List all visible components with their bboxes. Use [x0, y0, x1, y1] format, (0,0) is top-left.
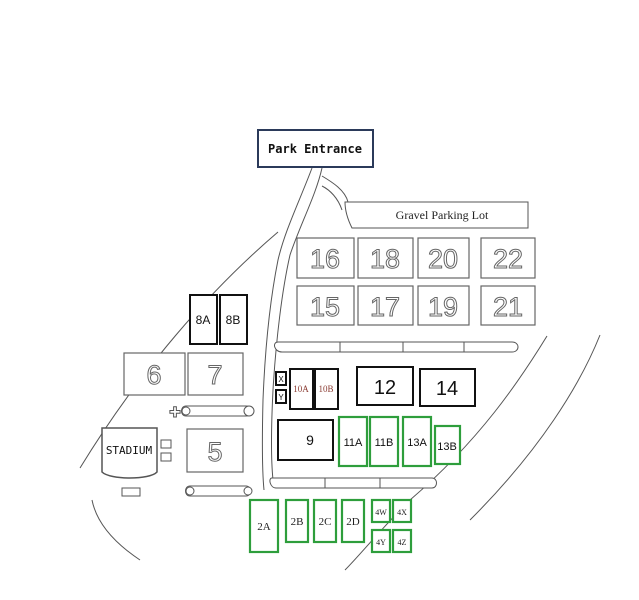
field-16-label: 16	[310, 244, 340, 274]
middle-left-road	[181, 405, 253, 417]
field-x[interactable]	[275, 371, 287, 386]
field-4x-label: 4X	[397, 508, 407, 517]
field-2a[interactable]	[248, 498, 280, 554]
field-10b-label: 10B	[318, 384, 333, 394]
field-19-label: 19	[428, 292, 458, 322]
entrance-branch-2	[321, 185, 343, 211]
field-4y[interactable]	[370, 528, 392, 554]
field-7-label: 7	[207, 360, 222, 390]
entrance-box[interactable]	[257, 129, 374, 168]
field-10b[interactable]	[314, 368, 339, 410]
lower-road	[269, 477, 437, 489]
field-8a[interactable]	[189, 294, 218, 345]
field-6-label: 6	[146, 360, 161, 390]
field-5-label: 5	[207, 437, 222, 467]
field-14[interactable]	[419, 368, 476, 407]
field-8a-label: 8A	[196, 313, 211, 327]
field-9-label: 9	[306, 432, 314, 448]
lower-left-road	[185, 485, 251, 497]
field-22-label: 22	[493, 244, 523, 274]
entrance-branch	[321, 175, 349, 203]
field-18-label: 18	[370, 244, 400, 274]
entrance-road-right	[271, 167, 323, 481]
field-16[interactable]	[296, 237, 355, 279]
stadium-annex-top	[160, 439, 172, 449]
stadium-label: STADIUM	[106, 444, 153, 457]
field-12-label: 12	[374, 377, 396, 399]
field-7[interactable]	[187, 352, 244, 396]
field-4z-label: 4Z	[398, 538, 407, 547]
gravel-lot-label: Gravel Parking Lot	[396, 208, 489, 222]
field-17-label: 17	[370, 292, 400, 322]
lower-left-road-start	[185, 486, 195, 496]
field-4z[interactable]	[391, 528, 413, 554]
middle-left-road-start	[181, 406, 191, 416]
field-6[interactable]	[123, 352, 186, 396]
plus-marker-icon: ✚	[169, 404, 181, 420]
field-21-label: 21	[493, 292, 523, 322]
field-11b-label: 11B	[375, 437, 394, 449]
field-4w[interactable]	[370, 498, 392, 524]
field-12[interactable]	[356, 366, 414, 406]
field-11b[interactable]	[368, 415, 400, 468]
field-5[interactable]	[186, 428, 244, 473]
field-21[interactable]	[480, 285, 536, 326]
field-2d-label: 2D	[346, 516, 360, 528]
field-13a[interactable]	[401, 415, 433, 468]
gravel-lot-shape[interactable]	[344, 201, 529, 229]
field-17[interactable]	[357, 285, 414, 326]
right-far-boundary-line	[469, 334, 601, 521]
field-15-label: 15	[310, 292, 340, 322]
stadium-annex-bottom	[160, 452, 172, 462]
field-15[interactable]	[296, 285, 355, 326]
field-18[interactable]	[357, 237, 414, 279]
field-20[interactable]	[417, 237, 470, 279]
field-4x[interactable]	[391, 498, 413, 524]
upper-road	[274, 341, 519, 353]
field-13b-label: 13B	[437, 441, 457, 453]
entrance-road-left	[261, 167, 313, 491]
field-2b[interactable]	[284, 498, 310, 544]
stadium-entry-icon	[121, 487, 141, 497]
field-13b[interactable]	[433, 424, 462, 466]
lower-left-road-end	[243, 486, 253, 496]
field-20-label: 20	[428, 244, 458, 274]
field-2c[interactable]	[312, 498, 338, 544]
field-9[interactable]	[277, 419, 334, 461]
stadium-shape[interactable]	[101, 427, 158, 479]
field-y[interactable]	[275, 389, 287, 404]
field-x-label: X	[278, 375, 284, 384]
field-y-label: Y	[278, 393, 284, 402]
field-2c-label: 2C	[319, 516, 332, 528]
field-11a-label: 11A	[344, 437, 363, 449]
field-22[interactable]	[480, 237, 536, 279]
field-2a-label: 2A	[257, 521, 271, 533]
entrance-label: Park Entrance	[268, 142, 362, 156]
field-11a[interactable]	[337, 415, 369, 468]
middle-left-road-end	[243, 405, 255, 417]
field-10a[interactable]	[289, 368, 314, 410]
field-13a-label: 13A	[407, 437, 427, 449]
field-4w-label: 4W	[375, 508, 387, 517]
field-8b-label: 8B	[226, 313, 241, 327]
field-19[interactable]	[417, 285, 470, 326]
field-4y-label: 4Y	[376, 538, 386, 547]
field-8b[interactable]	[219, 294, 248, 345]
field-14-label: 14	[436, 378, 458, 400]
field-2b-label: 2B	[291, 516, 304, 528]
field-2d[interactable]	[340, 498, 366, 544]
field-10a-label: 10A	[293, 384, 309, 394]
left-lower-boundary-line	[91, 499, 141, 561]
